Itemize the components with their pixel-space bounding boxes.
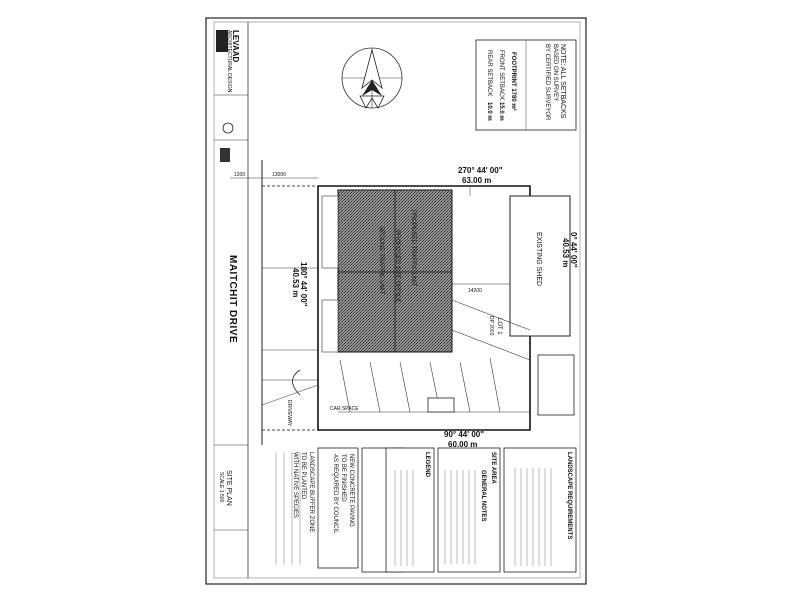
property-boundary — [317, 185, 531, 431]
east-boundary-bearing: 0° 44' 00" — [569, 232, 578, 268]
notes-box-1 — [317, 447, 359, 569]
legend-title: LEGEND — [424, 452, 430, 478]
building-unit-b-label: SECOND TRAFFIC UNIT — [378, 226, 384, 295]
setback-notes-line2: BY CERTIFIED SURVEYOR — [544, 44, 550, 121]
landscape-note-2: TO BE PLANTED — [300, 452, 306, 500]
site-area-line: FOOTPRINT 1780 m² — [510, 52, 516, 111]
street-name-label: MAITCHIT DRIVE — [227, 255, 238, 344]
building-center-label: PROPOSED SITE OFFICE — [394, 230, 400, 303]
setback-notes-line1: BASED ON SURVEY — [552, 44, 558, 102]
firm-tag: ARCHITECTURAL DESIGN — [226, 30, 232, 93]
scale-note: SCALE 1:500 — [218, 472, 224, 503]
landscape-note-1: LANDSCAPE BUFFER ZONE — [308, 452, 314, 533]
bottom-note-2: TO BE FINISHED — [340, 454, 346, 502]
front-setback-label: FRONT SETBACK — [498, 50, 504, 101]
setback-notes-header: NOTE: ALL SETBACKS — [559, 44, 566, 119]
title-seal-icon — [222, 122, 234, 134]
driveway-line — [261, 384, 319, 406]
dimension-14200: 14200 — [468, 288, 482, 294]
dimension-1200: 1200 — [234, 172, 246, 178]
drawing-title: SITE PLAN — [225, 470, 232, 506]
north-arrow-icon — [341, 47, 403, 109]
south-boundary-length: 60.00 m — [448, 440, 478, 449]
summary-title: LANDSCAPE REQUIREMENTS — [566, 452, 572, 540]
west-boundary-bearing: 180° 44' 00" — [299, 262, 308, 307]
sheet-border — [205, 17, 587, 585]
south-boundary-bearing: 90° 44' 00" — [444, 430, 485, 439]
existing-shed-label: EXISTING SHED — [535, 232, 542, 287]
north-boundary-bearing: 270° 44' 00" — [458, 166, 503, 175]
existing-shed-outline — [509, 195, 571, 337]
rear-setback-label: REAR SETBACK — [486, 50, 492, 97]
firm-name: LEVAAD — [231, 30, 240, 63]
general-notes-title: GENERAL NOTES — [480, 470, 486, 522]
firm-logo-mark — [216, 30, 228, 52]
bottom-note-1: NEW CONCRETE PAVING — [348, 454, 354, 527]
building-unit-a-label: PROPOSED TRAFFIC UNIT — [410, 210, 416, 287]
car-space-box — [427, 397, 455, 413]
car-space-box — [537, 354, 575, 416]
landscape-note-lines — [275, 452, 301, 565]
parking-label: CAR SPACE — [330, 406, 359, 412]
driveway-arc — [292, 369, 301, 396]
bottom-note-3: AS REQUIRED BY COUNCIL — [332, 454, 338, 534]
title-stamp — [220, 148, 230, 162]
north-boundary-length: 63.00 m — [462, 176, 492, 185]
west-boundary-length: 40.53 m — [291, 268, 300, 298]
dimension-lines — [230, 177, 510, 381]
notes-text-lines — [394, 468, 552, 566]
landscape-req-box — [503, 447, 577, 573]
parking-bay-block — [321, 299, 339, 353]
legend-box — [385, 447, 435, 573]
front-setback-value: 15.0 m — [498, 102, 504, 121]
landscape-note-3: WITH NATIVE SPECIES — [292, 452, 298, 518]
car-parking-stalls — [338, 299, 531, 413]
landscape-area-title: SITE AREA — [490, 452, 496, 484]
driveway-label: DRIVEWAY — [286, 400, 292, 427]
dimension-13000: 13000 — [272, 172, 286, 178]
parking-bay-block — [321, 195, 339, 269]
lot-label: LOT 1 — [496, 318, 502, 335]
lot-dp-label: DP 2003 — [488, 316, 494, 336]
sheet-inner-border — [213, 21, 581, 579]
east-boundary-length: 40.53 m — [561, 238, 570, 268]
rear-setback-value: 10.0 m — [486, 102, 492, 121]
